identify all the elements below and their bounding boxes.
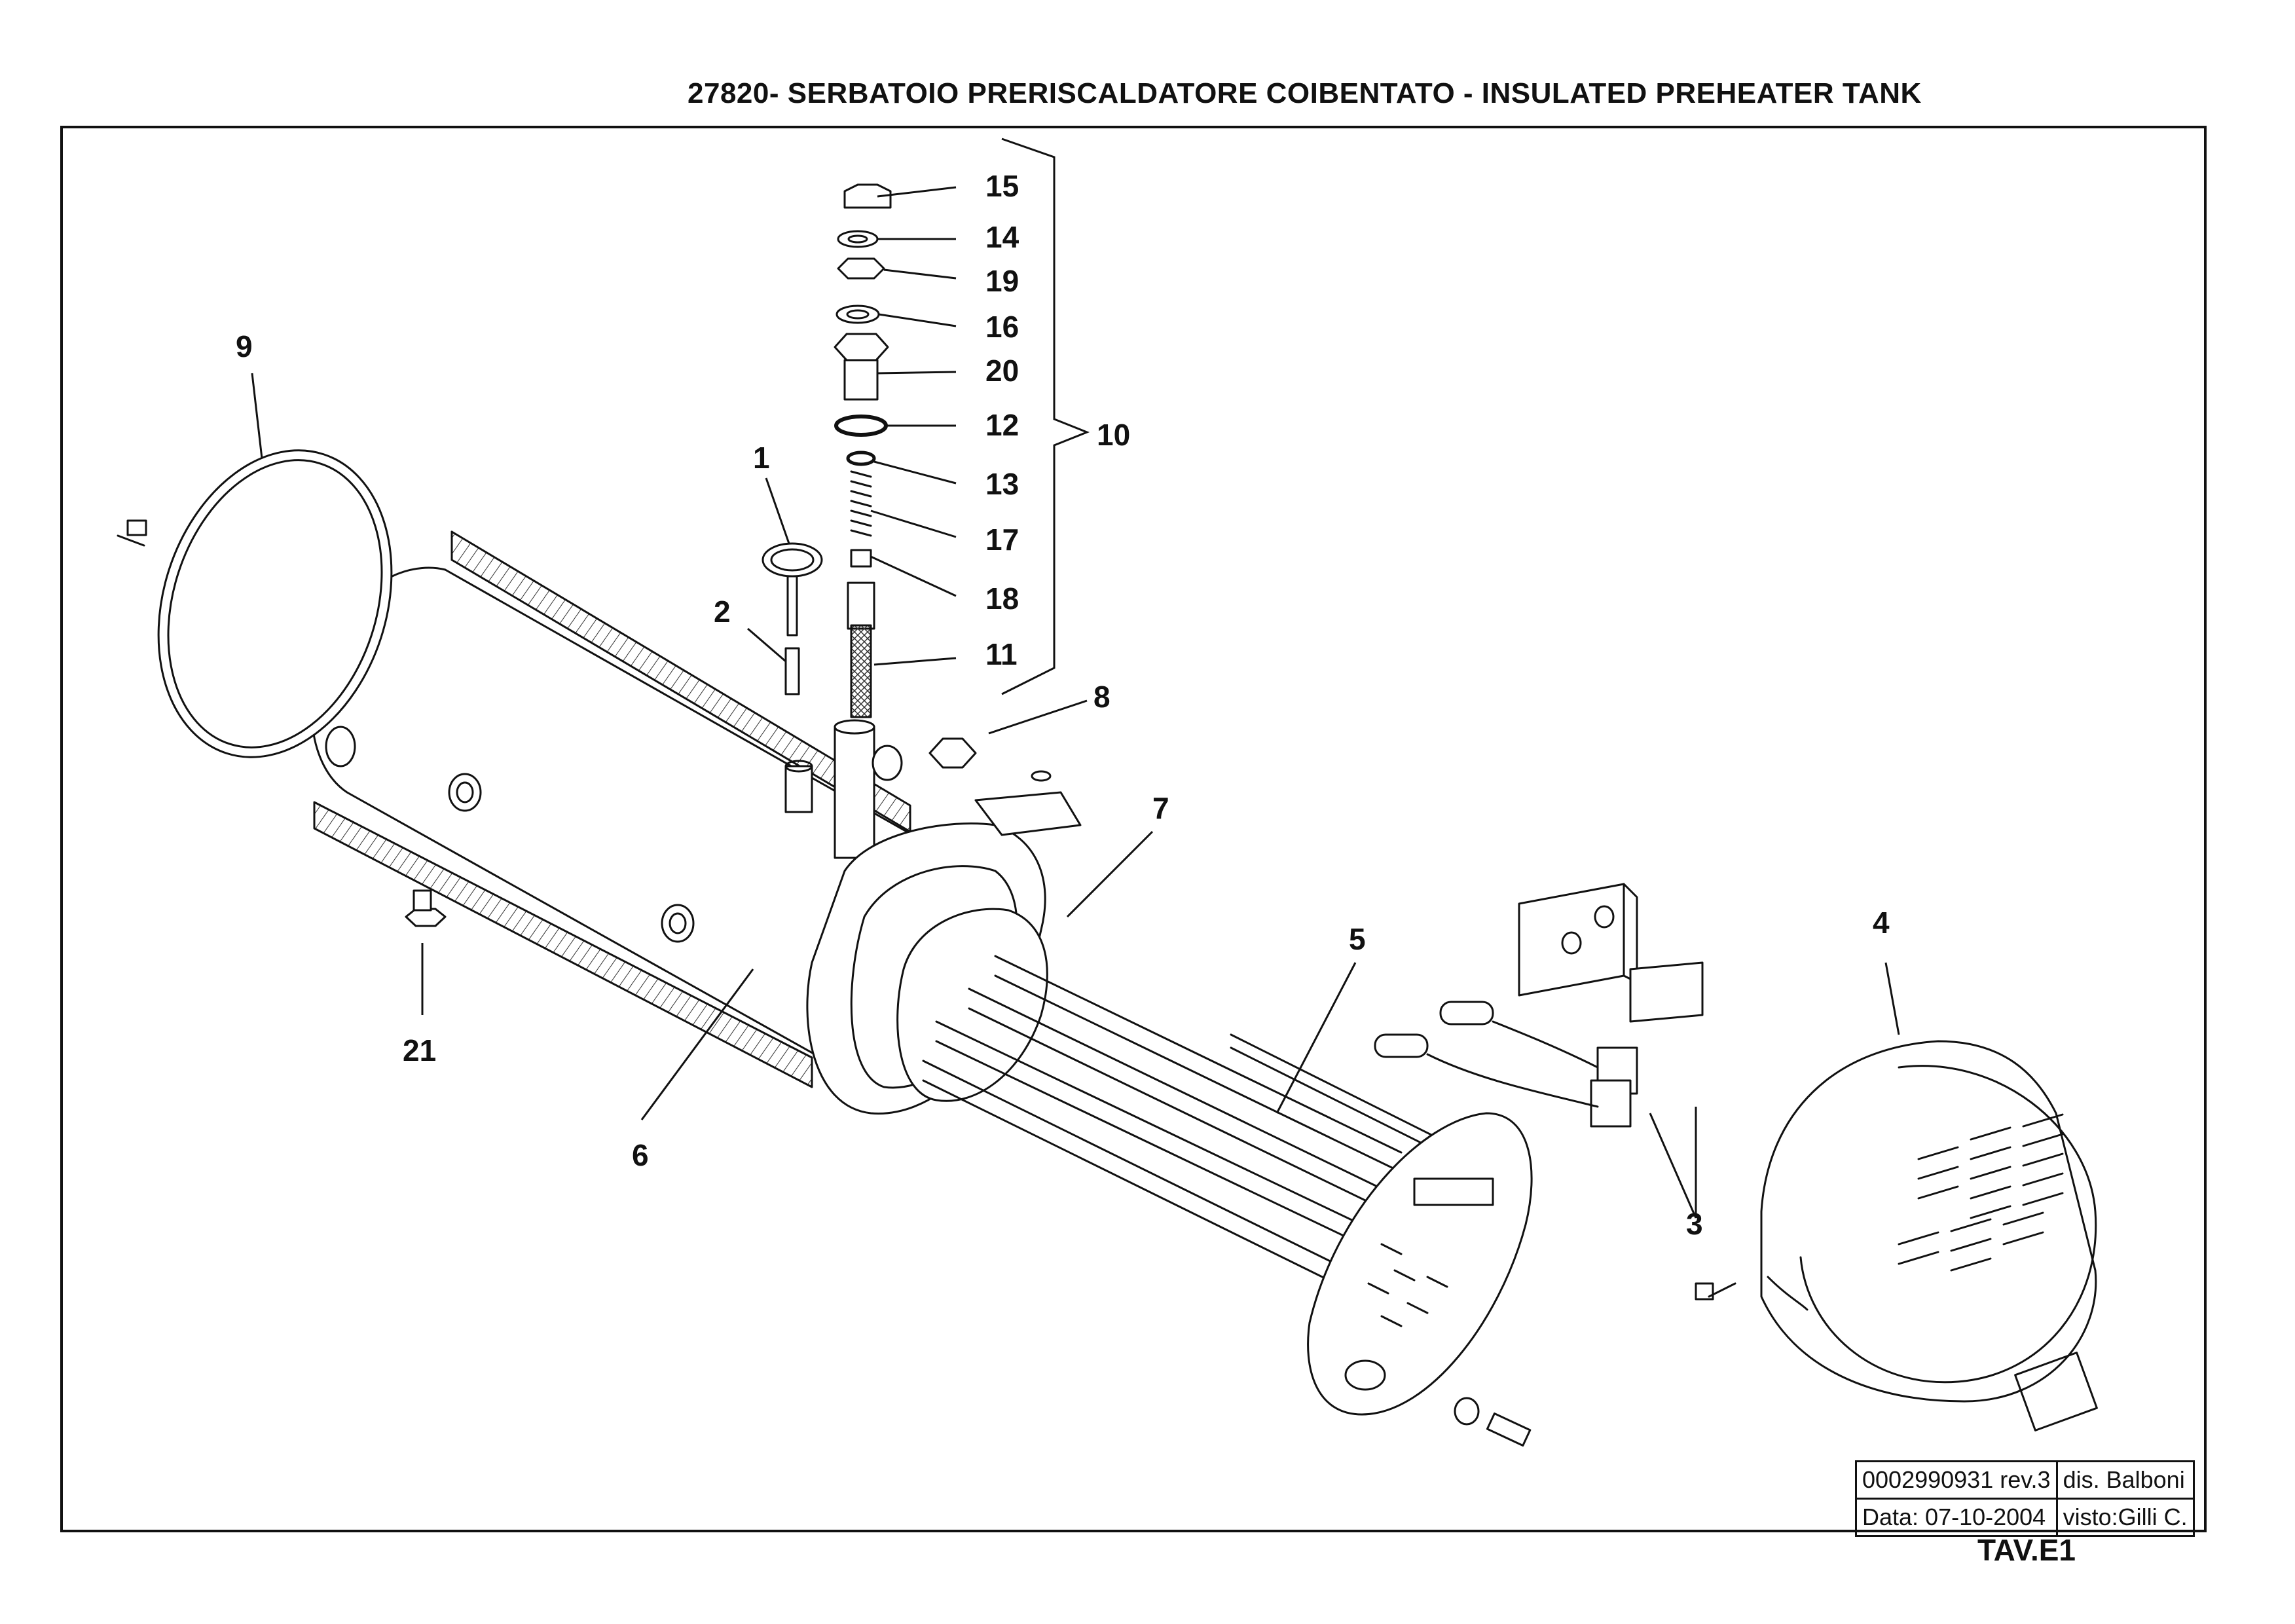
label-16: 16 xyxy=(985,310,1019,344)
drawing-number: 0002990931 rev.3 xyxy=(1855,1460,2058,1500)
label-21: 21 xyxy=(403,1033,436,1067)
flange-bolt xyxy=(1454,1282,1736,1447)
heating-elements xyxy=(922,955,1533,1416)
insulation-jacket xyxy=(313,530,911,1088)
label-7: 7 xyxy=(1152,791,1169,825)
label-17: 17 xyxy=(985,523,1019,557)
drawing-title: 27820- SERBATOIO PRERISCALDATORE COIBENT… xyxy=(688,77,1922,109)
electrical-cover xyxy=(1760,1040,2098,1431)
label-14: 14 xyxy=(985,220,1019,254)
thermometer xyxy=(762,542,823,695)
leader-lines xyxy=(251,138,1900,1219)
checked-by: visto:Gilli C. xyxy=(2055,1498,2195,1537)
end-cap xyxy=(117,449,393,758)
label-1: 1 xyxy=(753,441,770,475)
label-6: 6 xyxy=(632,1138,649,1172)
label-12: 12 xyxy=(985,408,1019,442)
label-10: 10 xyxy=(1097,418,1130,452)
label-13: 13 xyxy=(985,467,1019,501)
label-2: 2 xyxy=(714,595,731,629)
label-4: 4 xyxy=(1873,906,1890,940)
drain-plug xyxy=(405,889,447,927)
label-8: 8 xyxy=(1093,680,1111,714)
title-block: 0002990931 rev.3 dis. Balboni Data: 07-1… xyxy=(1855,1460,2195,1537)
drawing-date: Data: 07-10-2004 xyxy=(1855,1498,2058,1537)
sensor-bracket xyxy=(928,737,1082,836)
label-5: 5 xyxy=(1349,922,1366,956)
drawn-by: dis. Balboni xyxy=(2055,1460,2195,1500)
label-19: 19 xyxy=(985,264,1019,298)
label-18: 18 xyxy=(985,581,1019,616)
label-15: 15 xyxy=(985,169,1019,203)
part-labels: 15 14 19 16 20 12 10 13 17 18 11 9 1 2 8… xyxy=(236,169,1890,1241)
label-11: 11 xyxy=(985,637,1018,671)
flange-gasket xyxy=(896,908,1048,1102)
thermostat-assembly xyxy=(1374,883,1704,1128)
valve-stack xyxy=(834,183,892,718)
drawing-frame xyxy=(60,126,2207,1532)
label-9: 9 xyxy=(236,329,253,363)
label-20: 20 xyxy=(985,354,1019,388)
sheet-number: TAV.E1 xyxy=(1977,1533,2076,1567)
label-3: 3 xyxy=(1686,1207,1703,1241)
